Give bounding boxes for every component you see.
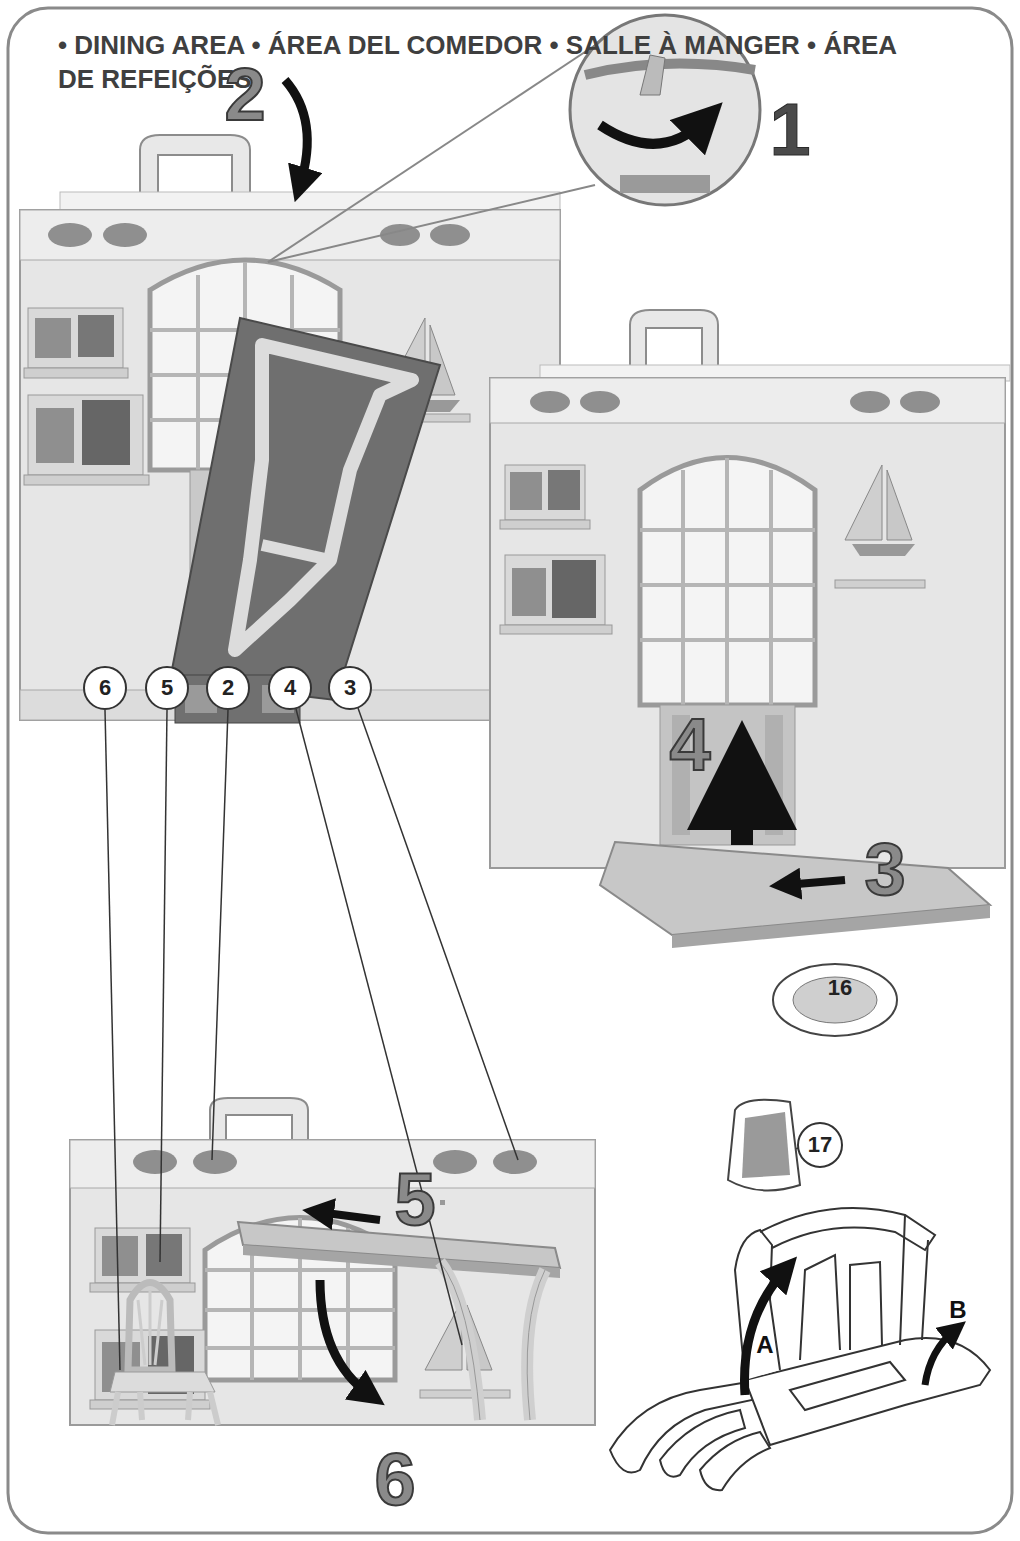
callout-number: 16 (828, 977, 852, 999)
callout-number: 4 (284, 677, 296, 699)
house-wall-table (70, 1098, 595, 1425)
step-number: 6 (374, 1443, 415, 1517)
callout-number: 2 (222, 677, 234, 699)
callout-number: 5 (161, 677, 173, 699)
step-number: 4 (669, 708, 710, 782)
step-number: 2 (224, 58, 265, 132)
page-title: • DINING AREA • ÁREA DEL COMEDOR • SALLE… (58, 28, 912, 96)
folding-chair (610, 1208, 990, 1490)
step-number: 5 (394, 1163, 435, 1237)
callout-number: 3 (344, 677, 356, 699)
step-number: 3 (864, 833, 905, 907)
callout-number: 6 (99, 677, 111, 699)
callout-number: 17 (808, 1134, 832, 1156)
house-wall-open (490, 310, 1010, 948)
step-letter: A (756, 1333, 773, 1357)
step-number: 1 (769, 93, 810, 167)
house-wall-folded (20, 135, 560, 723)
step-letter: B (949, 1298, 966, 1322)
